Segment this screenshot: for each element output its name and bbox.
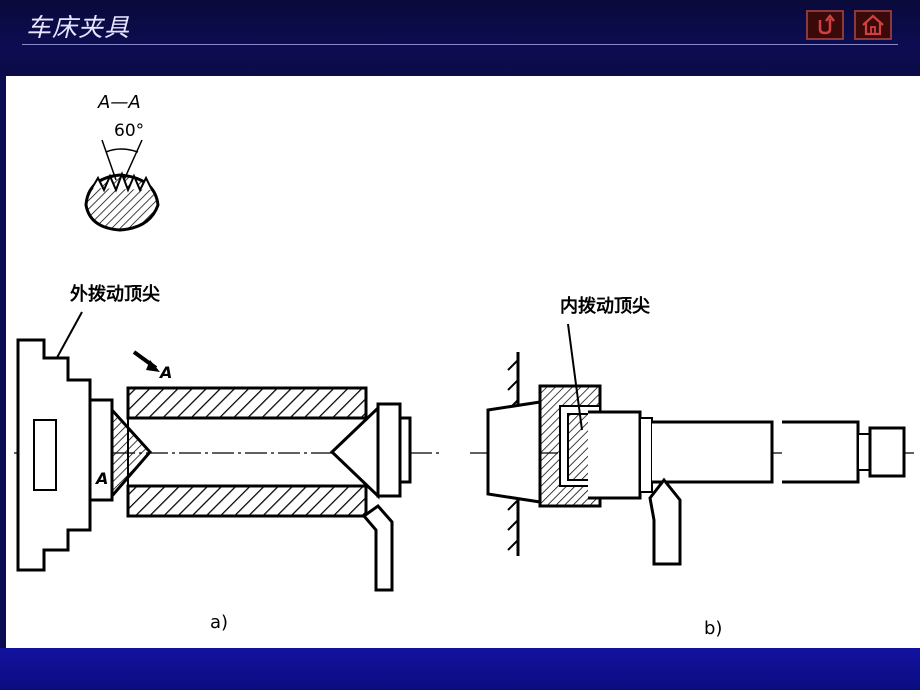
footer-bar <box>0 648 920 690</box>
left-edge-bar <box>0 76 6 648</box>
inner-center-label: 内拨动顶尖 <box>560 295 650 317</box>
return-arrow-icon <box>818 14 835 35</box>
angle-label: 60° <box>114 121 144 141</box>
header-bar: 车床夹具 <box>0 0 920 76</box>
outer-center-label: 外拨动顶尖 <box>70 283 160 305</box>
section-arrow-label-bottom: A <box>94 469 108 488</box>
section-arrow-label-top: A <box>158 363 172 382</box>
outer-driving-center-assembly: 外拨动顶尖 A A a) <box>16 283 412 633</box>
caption-b: b) <box>704 618 722 639</box>
section-label: A—A <box>97 92 141 113</box>
home-button[interactable] <box>854 10 892 40</box>
caption-a: a) <box>210 612 228 633</box>
header-divider <box>22 44 898 45</box>
page-title: 车床夹具 <box>26 13 131 42</box>
inner-driving-center-assembly: 内拨动顶尖 b) <box>470 295 914 639</box>
back-button[interactable] <box>806 10 844 40</box>
home-icon <box>862 14 884 36</box>
lathe-fixture-diagram: A—A 60° 外拨动顶尖 A A a) <box>14 92 914 639</box>
section-view-a-a: A—A 60° <box>84 92 160 232</box>
